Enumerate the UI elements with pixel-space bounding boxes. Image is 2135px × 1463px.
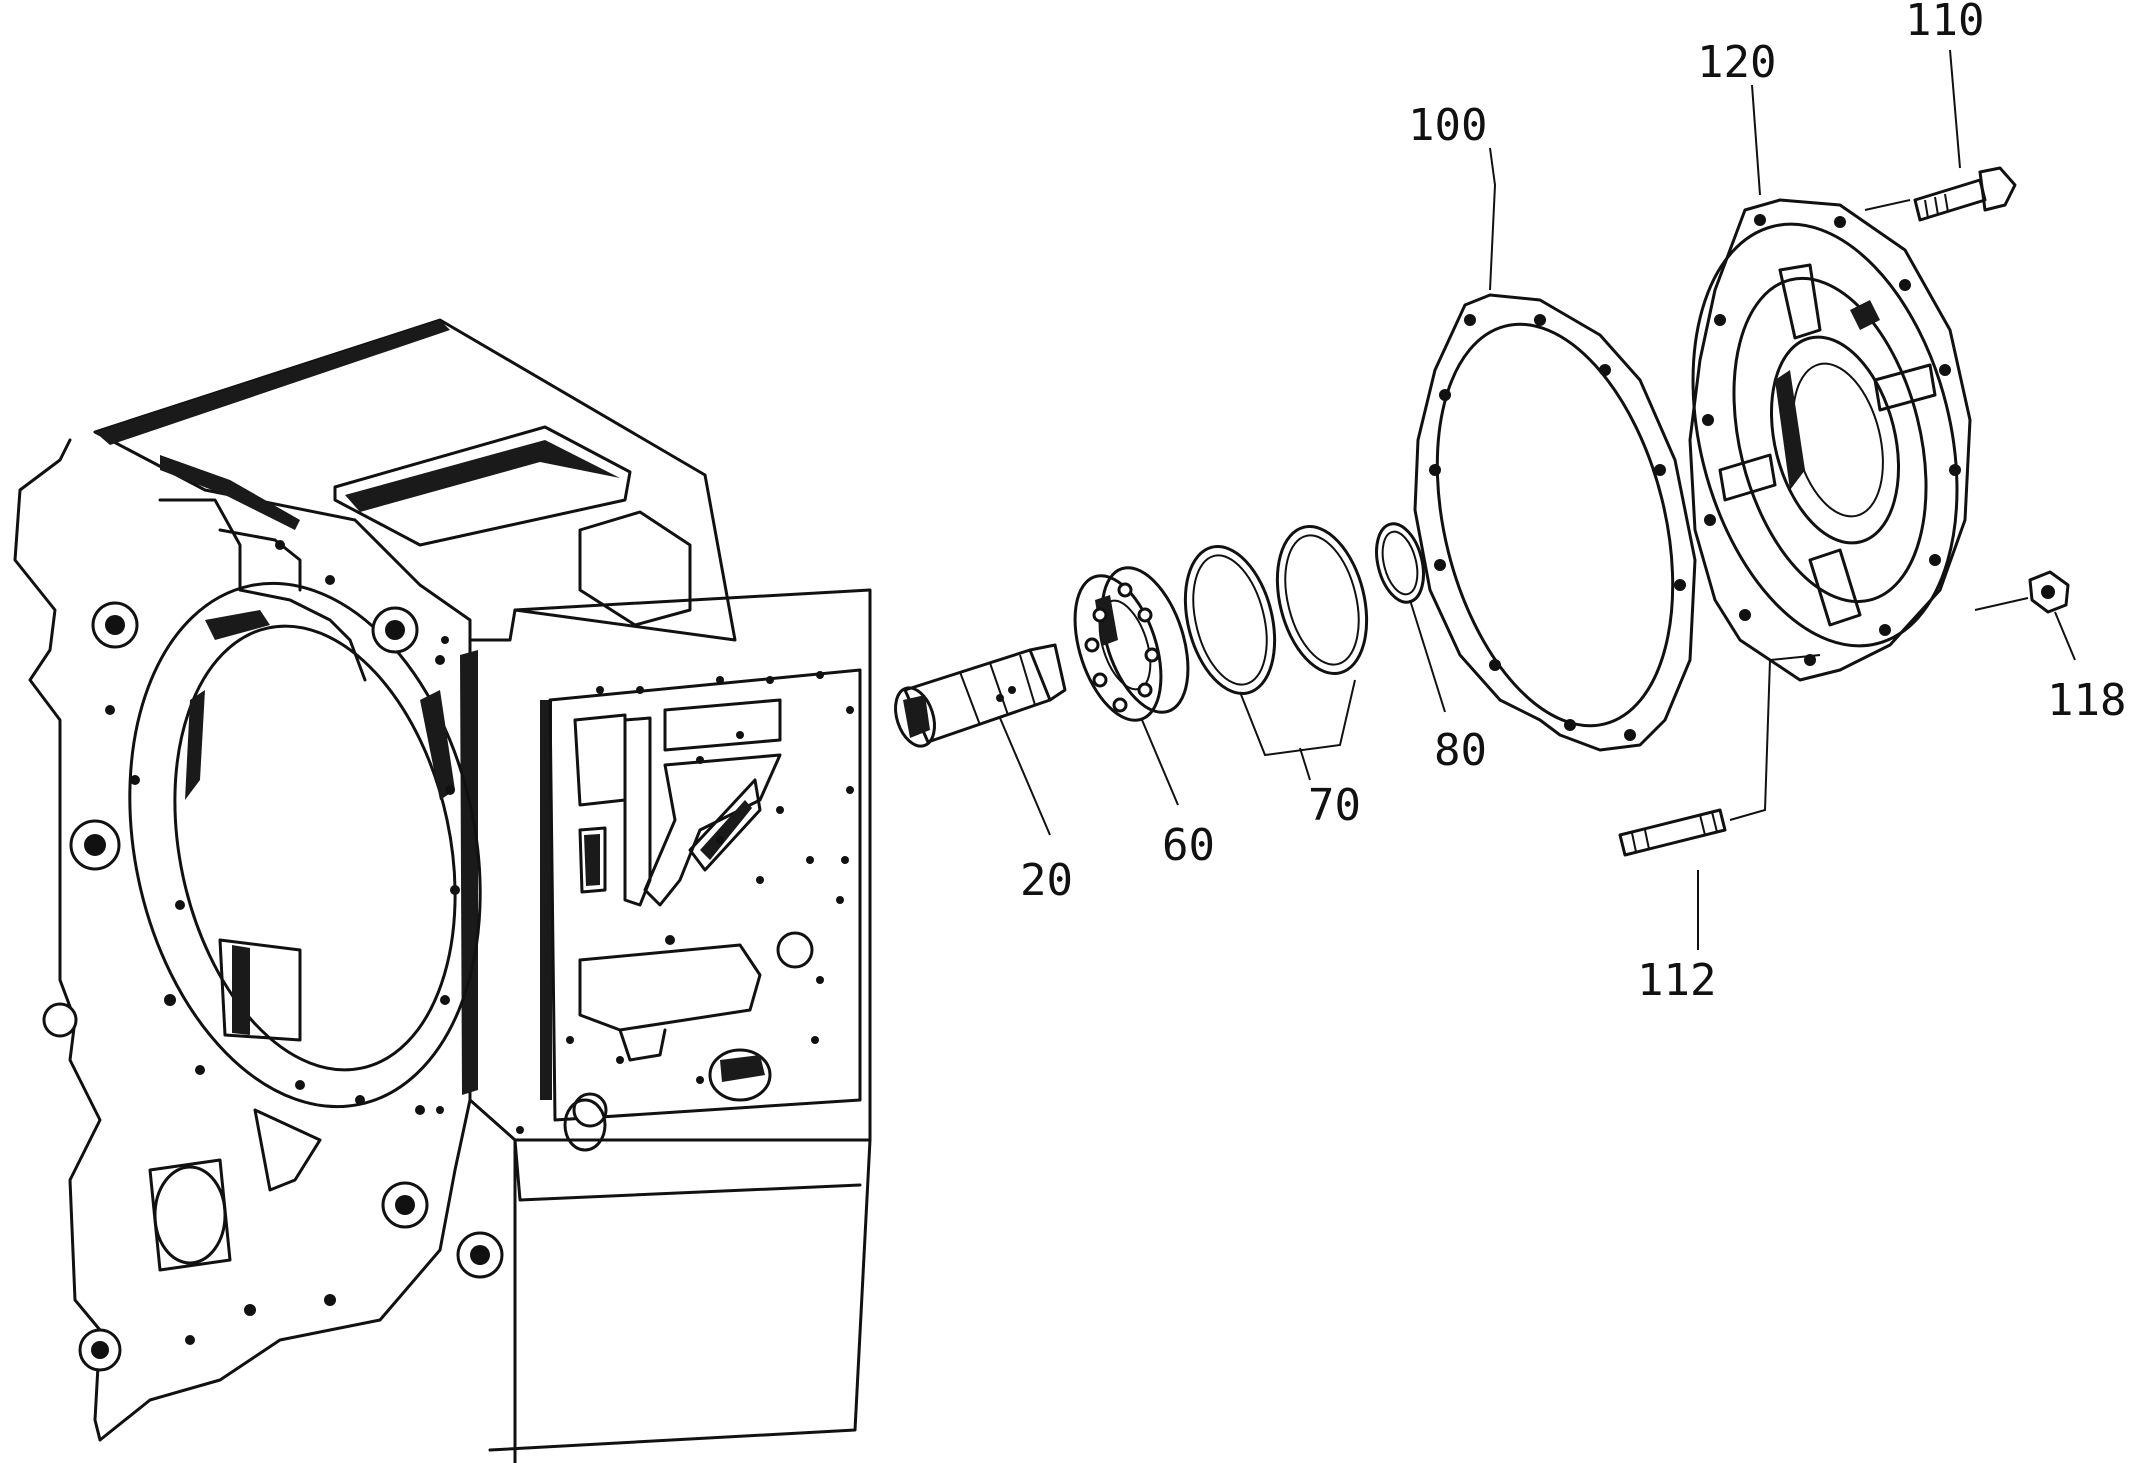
callout-60: 60 [1162,820,1215,871]
part-120-cover [1688,198,1972,682]
gasket-holes [1429,314,1686,741]
callout-110: 110 [1905,0,1984,46]
transmission-housing [13,318,872,1463]
control-plate-holes [436,636,854,1134]
leader-lines [999,49,2076,950]
callout-112: 112 [1637,955,1716,1006]
callout-70: 70 [1308,780,1361,831]
part-110-bolt [1913,166,2017,222]
flange-bolt-holes [105,540,460,1345]
cover-bolt-holes [1702,214,1961,666]
part-70-rings [1183,525,1369,695]
callout-118: 118 [2047,675,2126,726]
part-80-ring [1375,522,1425,604]
callout-20: 20 [1020,855,1073,906]
callout-120: 120 [1697,37,1776,88]
part-20-sleeve [894,643,1067,748]
callout-80: 80 [1434,725,1487,776]
part-118-nut [2028,570,2070,614]
part-100-gasket [1413,293,1697,752]
callout-100: 100 [1408,100,1487,151]
part-60-bearing [1073,566,1190,722]
bearing-balls [1084,582,1160,713]
callout-labels: 20 60 70 80 100 110 112 118 120 [1020,0,2126,1006]
part-112-stud [1618,808,1727,857]
